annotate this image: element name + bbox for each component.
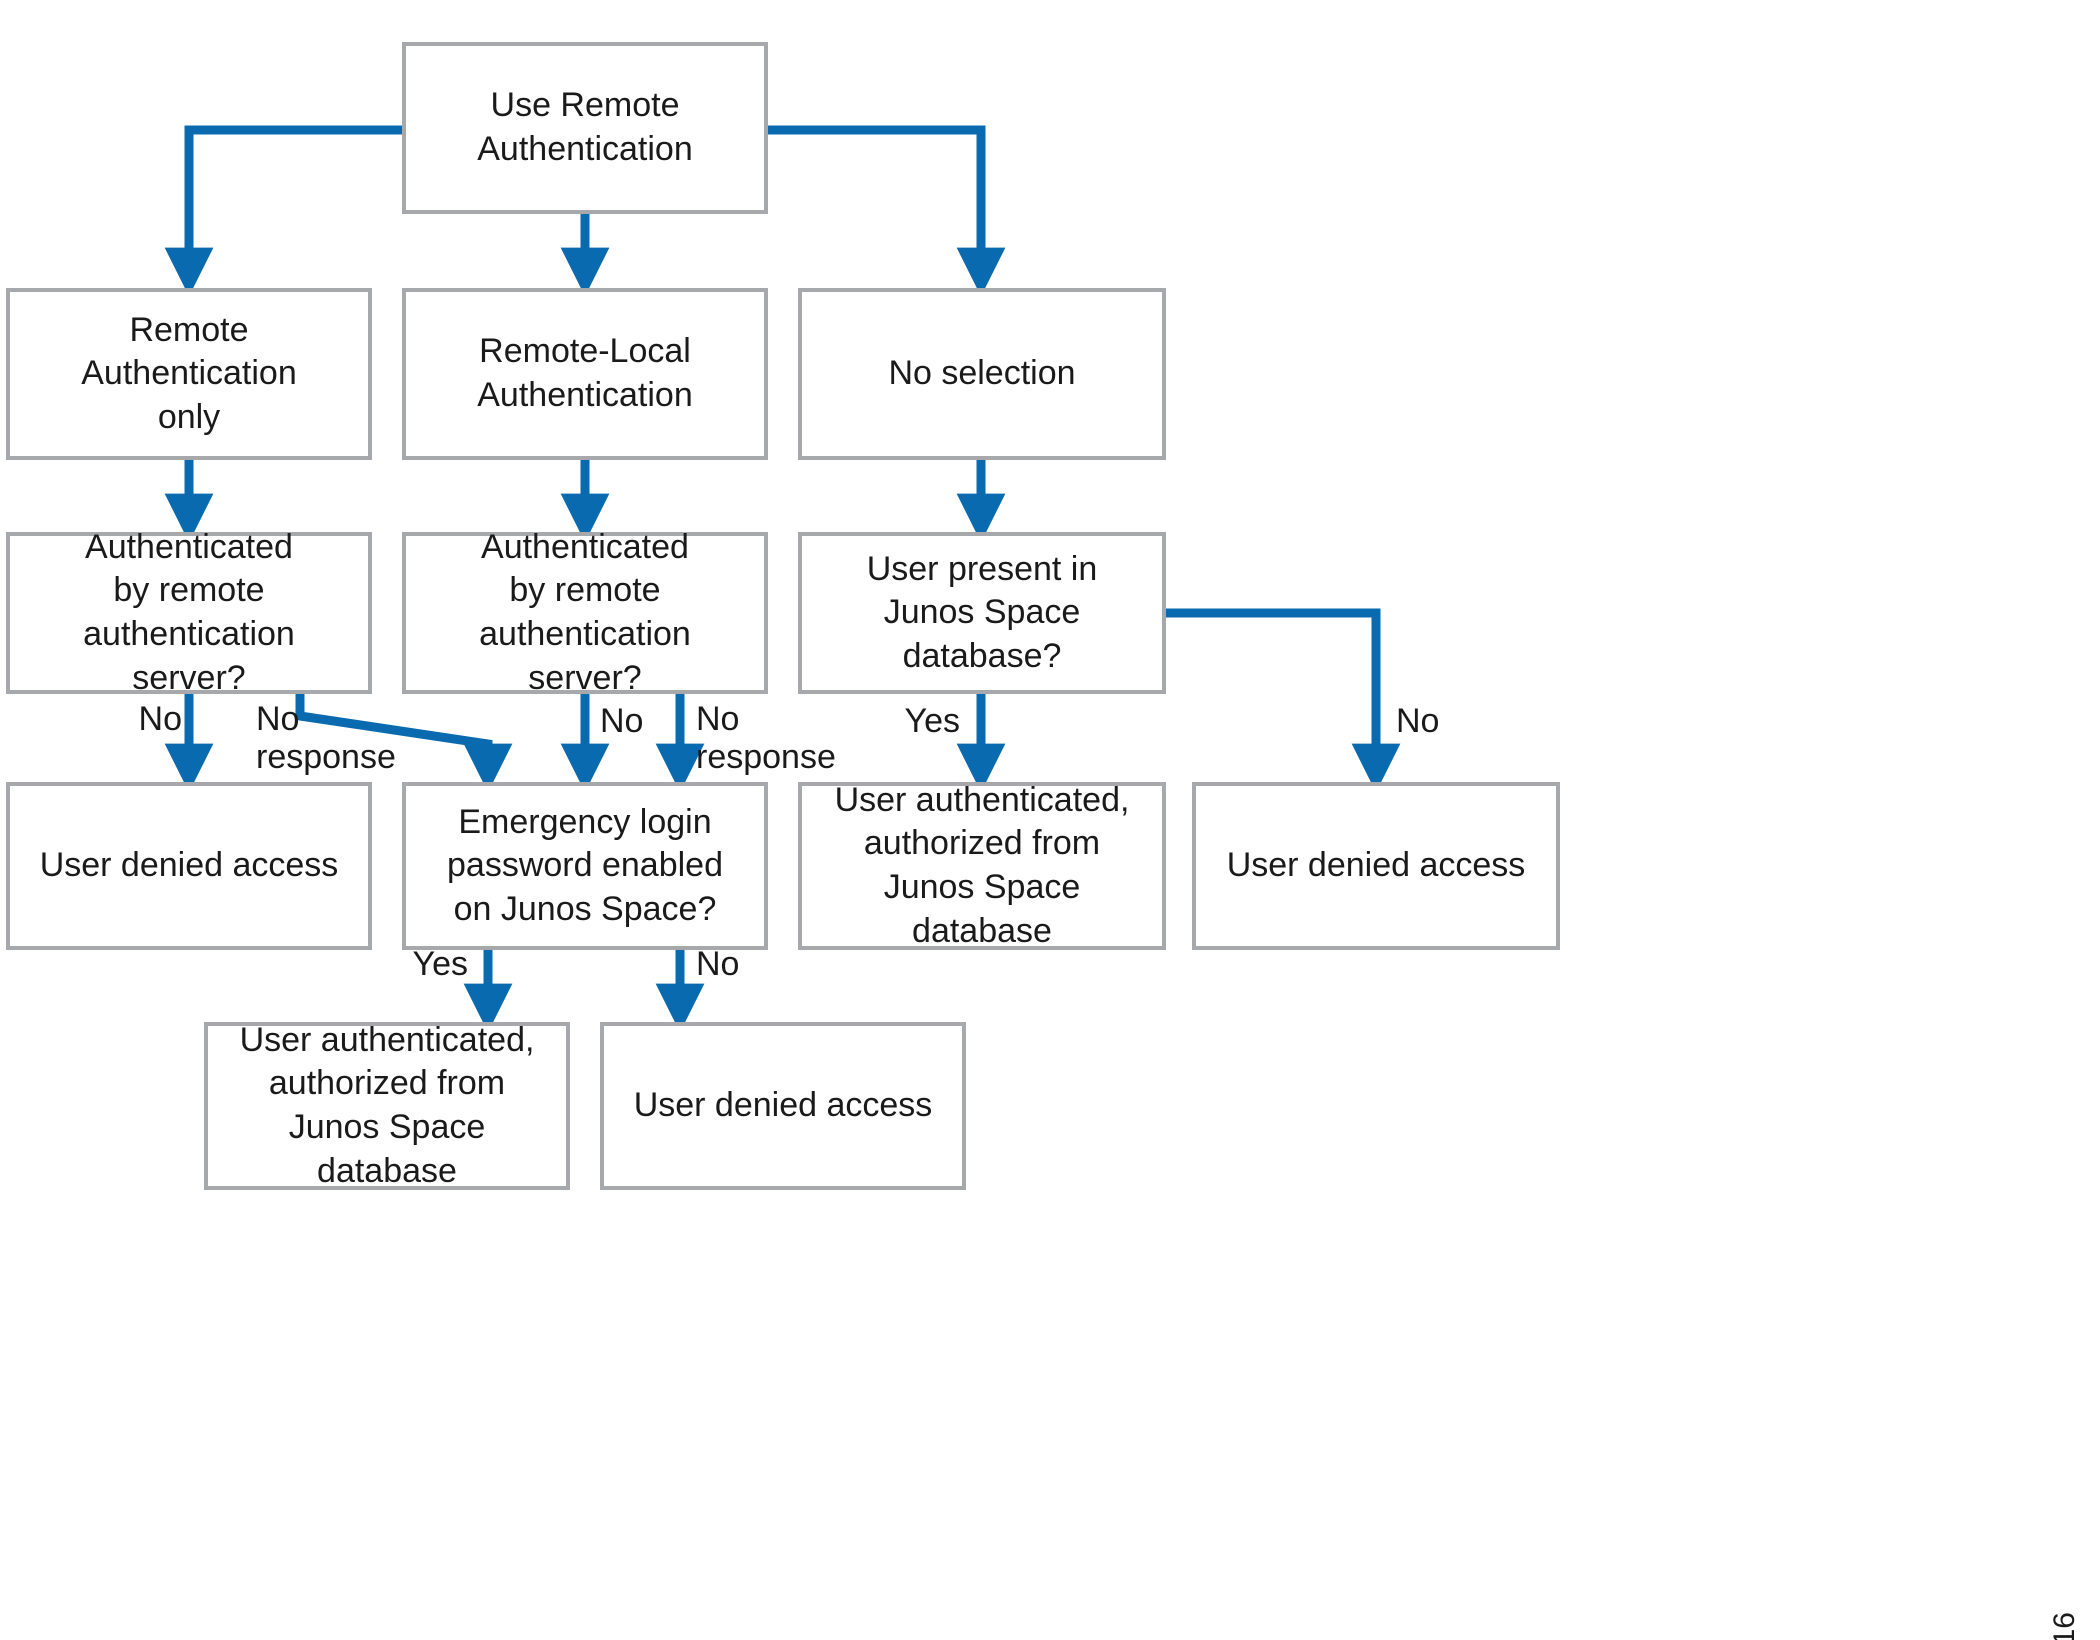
node-user-present-in-junos-space-database[interactable]: User present in Junos Space database?	[798, 532, 1166, 694]
node-user-denied-access-left[interactable]: User denied access	[6, 782, 372, 950]
edge-label-no-response-left: No response	[256, 700, 396, 777]
node-user-denied-access-far-right[interactable]: User denied access	[1192, 782, 1560, 950]
node-no-selection[interactable]: No selection	[798, 288, 1166, 460]
node-user-authenticated-authorized-bottom[interactable]: User authenticated, authorized from Juno…	[204, 1021, 570, 1190]
edge-label-no-far-right: No	[1396, 702, 1440, 740]
node-remote-authentication-only[interactable]: Remote Authentication only	[6, 288, 372, 460]
connector-top-to-no-selection	[768, 125, 1006, 297]
connector-user-present-no-denied	[1166, 608, 1401, 793]
connector-top-to-remote-only	[164, 125, 402, 297]
figure-id-watermark: g042216	[2048, 1612, 2082, 1640]
node-emergency-login-password-enabled[interactable]: Emergency login password enabled on Juno…	[402, 782, 768, 950]
edge-label-no-response-mid: No response	[696, 700, 836, 777]
node-authenticated-by-remote-server-left[interactable]: Authenticated by remote authentication s…	[6, 528, 372, 697]
edge-label-no-mid: No	[600, 702, 644, 740]
node-authenticated-by-remote-server-mid[interactable]: Authenticated by remote authentication s…	[402, 528, 768, 697]
edge-label-yes-emergency: Yes	[412, 945, 468, 983]
node-remote-local-authentication[interactable]: Remote-Local Authentication	[402, 288, 768, 460]
node-user-denied-access-bottom[interactable]: User denied access	[600, 1022, 966, 1190]
node-user-authenticated-authorized-right[interactable]: User authenticated, authorized from Juno…	[798, 781, 1166, 950]
edge-label-yes-junos-db: Yes	[904, 702, 960, 740]
node-use-remote-authentication[interactable]: Use Remote Authentication	[402, 42, 768, 214]
edge-label-no-emergency: No	[696, 945, 740, 983]
edge-label-no-left: No	[138, 700, 182, 738]
